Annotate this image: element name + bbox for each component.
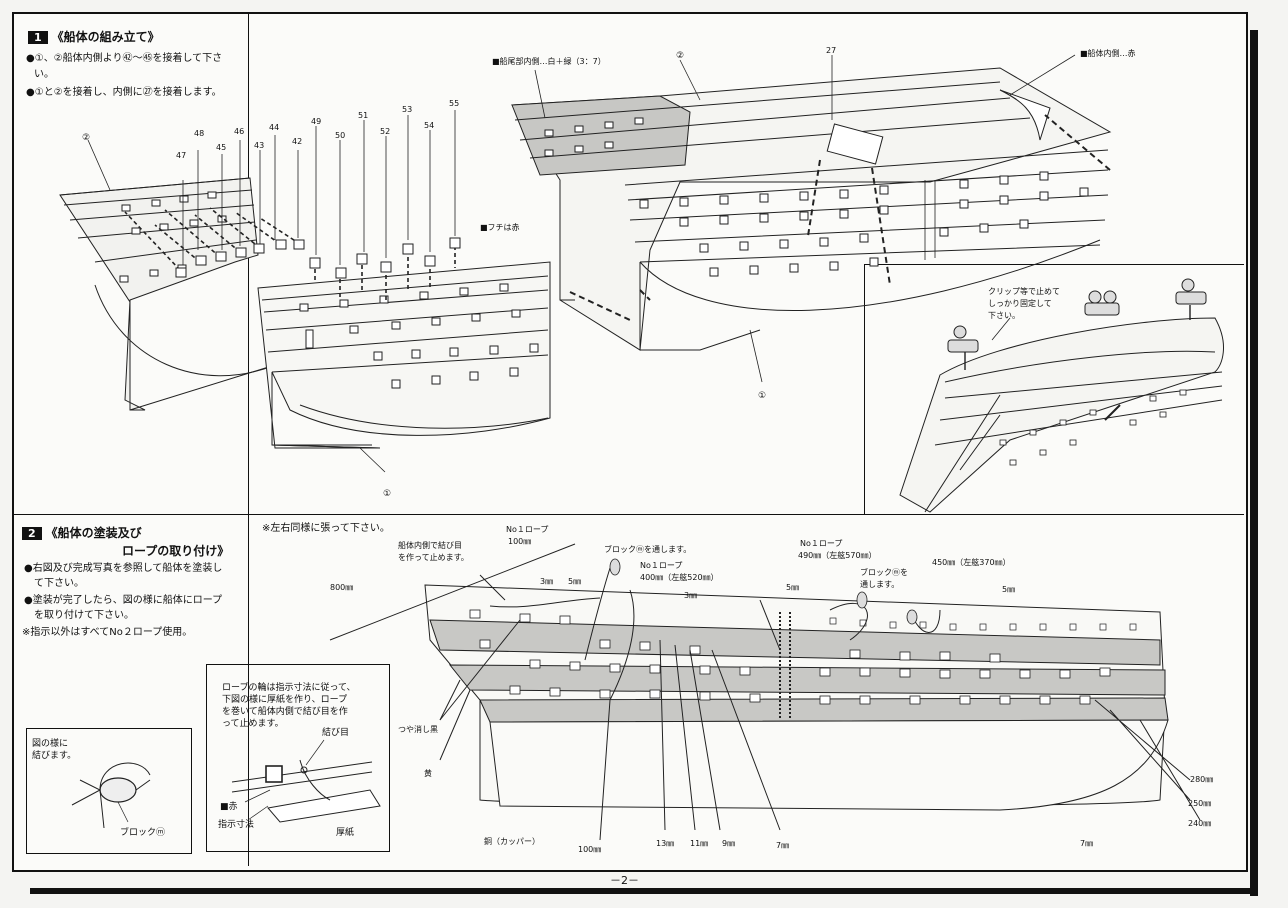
label-edge-red: ■フチは赤 bbox=[480, 223, 520, 232]
label-part-53: 53 bbox=[402, 105, 412, 114]
label-5mm-c: 5㎜ bbox=[1002, 585, 1015, 594]
label-11mm: 11㎜ bbox=[690, 839, 708, 848]
label-280mm: 280㎜ bbox=[1190, 775, 1213, 784]
label-3mm-a: 3㎜ bbox=[540, 577, 553, 586]
divider-inset bbox=[864, 264, 865, 514]
label-13mm: 13㎜ bbox=[656, 839, 674, 848]
red-label: ■赤 bbox=[220, 802, 238, 812]
label-part-47: 47 bbox=[176, 151, 186, 160]
label-part-55: 55 bbox=[449, 99, 459, 108]
rope-box-line-2: 下図の様に厚紙を作り、ロープ bbox=[222, 695, 348, 705]
label-block-pass-b-2: 通します。 bbox=[860, 579, 899, 589]
rope-loop-box bbox=[206, 664, 390, 852]
page-shadow-right bbox=[1250, 30, 1258, 896]
step1-number: 1 bbox=[28, 31, 48, 44]
label-250mm: 250㎜ bbox=[1188, 799, 1211, 808]
label-part-2: ② bbox=[82, 133, 90, 143]
label-part-43: 43 bbox=[254, 141, 264, 150]
label-part-52: 52 bbox=[380, 127, 390, 136]
label-no1-rope-a: No１ロープ bbox=[506, 525, 548, 534]
clip-note-2: しっかり固定して bbox=[988, 298, 1052, 308]
label-no1-rope-b: No１ロープ bbox=[640, 561, 682, 570]
label-part-54: 54 bbox=[424, 121, 434, 130]
divider-inset-top bbox=[864, 264, 1244, 265]
label-yellow: 黄 bbox=[424, 768, 432, 778]
rope-box-line-3: を巻いて船体内側で結び目を作 bbox=[222, 707, 348, 717]
label-part-50: 50 bbox=[335, 131, 345, 140]
hull-part-1-left bbox=[257, 261, 551, 449]
label-len-800: 800㎜ bbox=[330, 583, 353, 592]
label-9mm: 9㎜ bbox=[722, 839, 735, 848]
step2-line-1: ●右図及び完成写真を参照して船体を塗装し bbox=[24, 563, 223, 574]
label-no1-len-b: 400㎜（左舷520㎜） bbox=[640, 572, 719, 582]
step1-title: 《船体の組み立て》 bbox=[51, 30, 160, 44]
label-stern-inner: ■船尾部内側…白＋緑（3：7） bbox=[492, 56, 606, 66]
label-no1-len-c: 490㎜（左舷570㎜） bbox=[798, 550, 877, 560]
step2-heading: 2《船体の塗装及び bbox=[22, 524, 142, 541]
label-part-42: 42 bbox=[292, 137, 302, 146]
label-7mm-a: 7㎜ bbox=[776, 841, 789, 850]
label-inner-knot-1: 船体内側で結び目 bbox=[398, 540, 462, 550]
rope-loop-illustration bbox=[231, 739, 381, 823]
label-100mm: 100㎜ bbox=[578, 845, 601, 854]
label-no1-len-a: 100㎜ bbox=[508, 537, 531, 546]
knot-label: 結び目 bbox=[322, 728, 350, 738]
step2-number: 2 bbox=[22, 527, 42, 540]
step2-line-4: を取り付けて下さい。 bbox=[34, 610, 134, 621]
label-no1-rope-c: No１ロープ bbox=[800, 539, 842, 548]
label-matte-black: つや消し黒 bbox=[398, 724, 438, 734]
page-number: －2－ bbox=[610, 874, 639, 887]
label-block-pass-b-1: ブロックⓜを bbox=[860, 567, 908, 577]
label-5mm-b: 5㎜ bbox=[786, 583, 799, 592]
label-5mm-a: 5㎜ bbox=[568, 577, 581, 586]
label-inner-knot-2: を作って止めます。 bbox=[398, 552, 469, 562]
rope-box-line-1: ロープの輪は指示寸法に従って、 bbox=[222, 683, 356, 693]
label-part-27: 27 bbox=[826, 46, 836, 55]
label-part-45: 45 bbox=[216, 143, 226, 152]
divider-left bbox=[248, 14, 249, 866]
step1-heading: 1《船体の組み立て》 bbox=[28, 28, 160, 45]
step1-line-1: ●①、②船体内側より㊷～㊺を接着して下さ bbox=[26, 53, 223, 64]
label-part-44: 44 bbox=[269, 123, 279, 132]
label-block-pass-a: ブロックⓜを通します。 bbox=[604, 544, 691, 554]
label-part-49: 49 bbox=[311, 117, 321, 126]
clip-note-3: 下さい。 bbox=[988, 311, 1020, 320]
divider-horizontal bbox=[14, 514, 1244, 515]
block-m-label: ブロックⓜ bbox=[120, 828, 166, 838]
label-part-48: 48 bbox=[194, 129, 204, 138]
label-part-2-middle: ② bbox=[676, 51, 684, 61]
label-7mm-b: 7㎜ bbox=[1080, 839, 1093, 848]
label-copper: 銅（カッパー） bbox=[484, 836, 540, 846]
step2-title-1: 《船体の塗装及び bbox=[45, 526, 142, 540]
clip-note-1: クリップ等で止めて bbox=[988, 286, 1060, 296]
block-knot-box bbox=[26, 728, 192, 854]
label-len-450: 450㎜（左舷370㎜） bbox=[932, 557, 1011, 567]
label-3mm-b: 3㎜ bbox=[684, 591, 697, 600]
step1-line-2: い。 bbox=[34, 69, 54, 80]
hull-painted-main bbox=[424, 584, 1169, 811]
step2-title-2: ロープの取り付け》 bbox=[122, 544, 230, 558]
step2-line-5: ※指示以外はすべてNo２ロープ使用。 bbox=[22, 627, 193, 638]
label-part-1-middle: ① bbox=[758, 391, 766, 401]
label-part-51: 51 bbox=[358, 111, 368, 120]
rope-box-line-4: って止めます。 bbox=[222, 719, 284, 729]
same-both-sides-note: ※左右同様に張って下さい。 bbox=[262, 523, 390, 534]
hull-assembled-middle bbox=[511, 67, 1112, 351]
block-box-line-2: 結びます。 bbox=[32, 751, 77, 761]
label-part-46: 46 bbox=[234, 127, 244, 136]
dimension-label: 指示寸法 bbox=[218, 820, 255, 830]
block-knot-illustration bbox=[71, 762, 151, 829]
label-hull-inner-red: ■船体内側…赤 bbox=[1080, 48, 1136, 58]
step2-line-3: ●塗装が完了したら、図の様に船体にロープ bbox=[24, 595, 223, 606]
block-box-line-1: 図の様に bbox=[32, 739, 69, 749]
step2-line-2: て下さい。 bbox=[34, 578, 84, 589]
label-part-1-left: ① bbox=[383, 489, 391, 499]
page-shadow-bottom bbox=[30, 888, 1258, 894]
cardboard-label: 厚紙 bbox=[336, 828, 355, 838]
hull-clipped-inset bbox=[899, 278, 1224, 513]
label-240mm: 240㎜ bbox=[1188, 819, 1211, 828]
step1-line-3: ●①と②を接着し、内側に㉗を接着します。 bbox=[26, 87, 222, 98]
hull-part-2-left bbox=[59, 177, 276, 411]
